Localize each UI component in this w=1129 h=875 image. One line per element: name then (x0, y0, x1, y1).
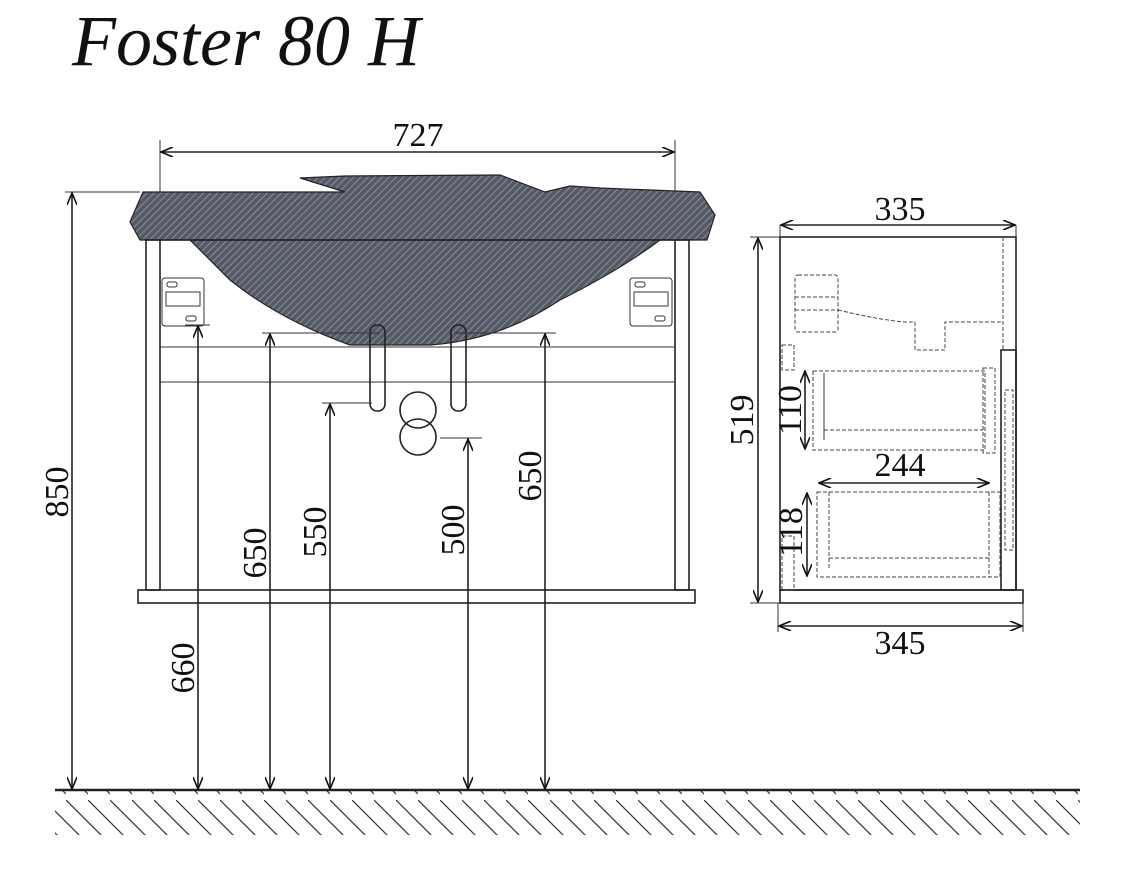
dim-depth-345: 345 (875, 625, 926, 662)
dim-height-519: 519 (724, 395, 761, 446)
dim-drawer-118: 118 (773, 507, 810, 557)
supply-pipe-left (369, 324, 386, 412)
countertop (129, 174, 716, 241)
dim-pipe-650-left: 650 (237, 528, 274, 579)
hinge (794, 274, 839, 333)
floor (55, 788, 1080, 835)
mount-bracket-left (161, 277, 205, 327)
dim-width-727: 727 (393, 117, 444, 154)
front-view (65, 140, 716, 788)
dim-mount-660: 660 (165, 643, 202, 694)
drain-trap (399, 391, 437, 429)
dim-pipe-650-right: 650 (512, 451, 549, 502)
dim-drawer-width-244: 244 (875, 447, 926, 484)
dim-drawer-110: 110 (772, 385, 809, 435)
dim-height-850: 850 (39, 467, 76, 518)
dim-drain-500: 500 (435, 505, 472, 556)
basin (188, 239, 662, 346)
drawer-top (812, 367, 996, 454)
drawer-bottom (816, 491, 1001, 578)
side-view (750, 225, 1024, 632)
supply-pipe-right (450, 324, 467, 412)
dim-depth-335: 335 (875, 191, 926, 228)
dim-pipe-550: 550 (297, 507, 334, 558)
mount-bracket-right (629, 277, 673, 327)
product-title: Foster 80 H (71, 1, 424, 81)
